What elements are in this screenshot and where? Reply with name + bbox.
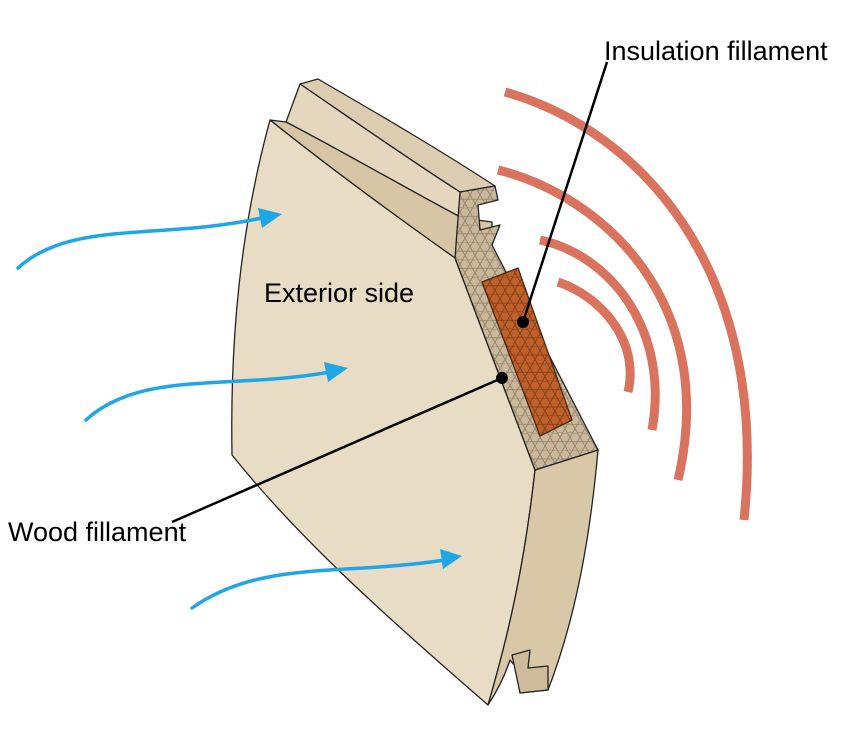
panel-end-face xyxy=(487,449,599,706)
wind-arrowhead-3 xyxy=(440,549,462,569)
wind-arrowhead-1 xyxy=(258,208,282,228)
heat-wave-4 xyxy=(556,277,635,394)
leader-dots xyxy=(496,316,529,384)
wind-arrowheads xyxy=(258,208,462,569)
panel-bottom-notch xyxy=(511,649,549,694)
panel-face xyxy=(231,119,536,706)
insulation-leader-dot xyxy=(517,316,529,328)
wind-arrows xyxy=(16,216,447,610)
wind-arrow-2 xyxy=(84,370,332,422)
wood-leader-line xyxy=(171,376,503,524)
heat-wave-3 xyxy=(539,235,660,431)
exterior-side-label: Exterior side xyxy=(264,278,415,308)
wood-leader-dot xyxy=(496,372,508,384)
wind-arrow-1 xyxy=(16,216,264,270)
wind-arrow-3 xyxy=(190,558,447,610)
insulation-fillament-label: Insulation fillament xyxy=(604,36,828,66)
heat-wave-1 xyxy=(503,87,752,521)
leader-lines xyxy=(171,61,609,524)
wood-fillament-label: Wood fillament xyxy=(8,517,187,547)
heat-waves xyxy=(496,87,752,521)
wind-arrowhead-2 xyxy=(324,362,348,382)
insulation-leader-line xyxy=(521,61,609,323)
wall-panel xyxy=(231,78,599,706)
cross-section-insulation-core xyxy=(481,267,573,437)
heat-wave-2 xyxy=(496,165,692,482)
